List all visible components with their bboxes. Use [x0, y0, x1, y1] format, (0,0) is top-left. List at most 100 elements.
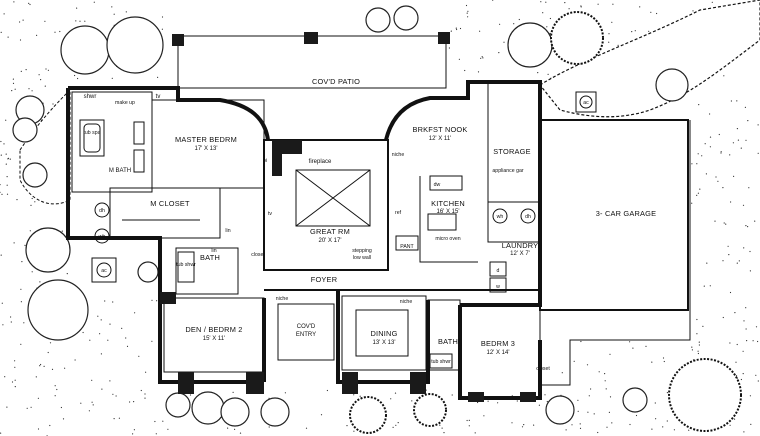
stipple-dot	[597, 431, 599, 434]
stipple-dot	[112, 393, 114, 395]
stipple-dot	[0, 184, 1, 186]
stipple-dot	[30, 204, 32, 206]
stipple-dot	[482, 57, 484, 59]
stipple-dot	[481, 56, 483, 58]
stipple-dot	[698, 341, 700, 343]
stipple-dot	[326, 389, 328, 392]
stipple-dot	[673, 429, 676, 431]
label-stepping-2: low wall	[353, 255, 371, 261]
stipple-dot	[14, 88, 16, 90]
stipple-dot	[705, 173, 708, 175]
stipple-dot	[755, 326, 758, 328]
stipple-dot	[549, 17, 552, 20]
stipple-dot	[573, 360, 575, 362]
stipple-dot	[31, 90, 33, 92]
stipple-dot	[7, 158, 9, 160]
label-micro-oven: micro oven	[435, 236, 460, 242]
stipple-dot	[714, 220, 716, 222]
stipple-dot	[16, 199, 18, 201]
stipple-dot	[466, 12, 468, 14]
stipple-dot	[35, 376, 37, 378]
stipple-dot	[577, 410, 579, 412]
stipple-dot	[26, 407, 28, 409]
planting-bed-right	[539, 0, 760, 118]
stipple-dot	[29, 3, 31, 6]
stipple-dot	[725, 223, 727, 225]
stipple-dot	[459, 27, 462, 30]
stipple-dot	[115, 395, 117, 397]
stipple-dot	[151, 299, 153, 301]
stipple-dot	[10, 321, 12, 323]
stipple-dot	[392, 426, 394, 428]
stipple-dot	[133, 401, 135, 403]
stipple-dot	[579, 427, 582, 429]
stipple-dot	[651, 361, 653, 363]
label-dining: DINING	[370, 329, 397, 338]
label-pant: PANT	[400, 244, 414, 250]
stipple-dot	[757, 124, 759, 126]
stipple-dot	[29, 230, 31, 232]
stipple-dot	[604, 380, 606, 382]
stipple-dot	[6, 184, 8, 186]
stipple-dot	[598, 371, 600, 373]
stipple-dot	[74, 74, 76, 77]
stipple-dot	[480, 57, 482, 59]
label-tv-master: tv	[156, 94, 161, 100]
stipple-dot	[723, 75, 725, 77]
stipple-dot	[735, 361, 737, 363]
stipple-dot	[654, 402, 656, 404]
stipple-dot	[9, 158, 11, 160]
stipple-dot	[752, 340, 754, 342]
stipple-dot	[516, 400, 518, 402]
stipple-dot	[521, 426, 524, 428]
stipple-dot	[145, 371, 147, 373]
stipple-dot	[648, 30, 650, 32]
stipple-dot	[697, 153, 699, 155]
stipple-dot	[89, 339, 91, 341]
stipple-dot	[113, 13, 115, 15]
stipple-dot	[729, 424, 731, 426]
stipple-dot	[20, 343, 22, 345]
stipple-dot	[359, 395, 361, 397]
label-dh: dh	[99, 208, 105, 214]
stipple-dot	[608, 33, 610, 35]
stipple-dot	[455, 27, 457, 29]
stipple-dot	[579, 423, 581, 425]
label-w: w	[496, 284, 500, 290]
stipple-dot	[20, 301, 22, 303]
label-dining-dim: 13' X 13'	[373, 340, 396, 346]
stipple-dot	[441, 427, 443, 429]
stipple-dot	[20, 288, 22, 290]
stipple-dot	[729, 154, 731, 156]
stipple-dot	[722, 316, 724, 319]
stipple-dot	[757, 340, 759, 343]
stipple-dot	[44, 85, 46, 87]
tree	[413, 393, 447, 427]
stipple-dot	[497, 402, 499, 404]
stipple-dot	[11, 381, 14, 383]
stipple-dot	[112, 301, 114, 303]
stipple-dot	[722, 187, 724, 189]
stipple-dot	[0, 31, 2, 33]
stipple-dot	[38, 74, 40, 76]
stipple-dot	[60, 406, 63, 409]
stipple-dot	[5, 119, 7, 121]
tree	[365, 7, 391, 33]
stipple-dot	[735, 375, 738, 377]
stipple-dot	[133, 429, 135, 431]
tree	[191, 391, 225, 425]
stipple-dot	[397, 422, 399, 424]
label-ac-1: ac	[101, 268, 107, 274]
stipple-dot	[0, 191, 1, 193]
stipple-dot	[6, 176, 8, 178]
stipple-dot	[6, 193, 9, 195]
stipple-dot	[533, 424, 535, 426]
stipple-dot	[692, 10, 694, 12]
stipple-dot	[746, 340, 748, 342]
stipple-dot	[121, 327, 123, 329]
stipple-dot	[546, 26, 548, 28]
stipple-dot	[66, 273, 68, 275]
stipple-dot	[411, 400, 413, 402]
stipple-dot	[28, 2, 30, 4]
